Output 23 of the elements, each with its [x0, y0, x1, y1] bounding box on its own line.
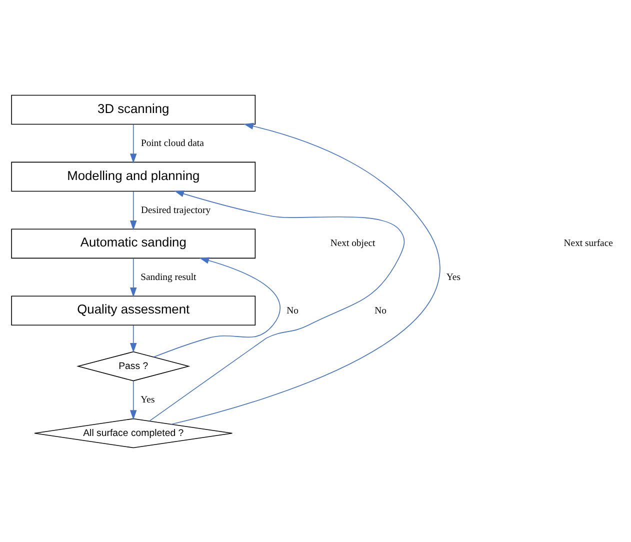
edge-label: Point cloud data	[141, 138, 204, 149]
label: Next object	[330, 238, 376, 249]
arrow	[130, 124, 137, 163]
label: Next surface	[564, 238, 613, 249]
arrow	[130, 380, 137, 420]
arrow	[153, 256, 280, 357]
node-box: Modelling and planning	[11, 161, 256, 192]
edge-label: Yes	[446, 272, 460, 283]
node-diamond: All surface completed ?	[34, 418, 233, 448]
edge-label: Yes	[140, 394, 155, 406]
arrow	[130, 257, 137, 297]
node-box: Automatic sanding	[11, 228, 256, 258]
edge-label: Sanding result	[140, 272, 196, 283]
arrow	[149, 190, 405, 421]
arrow	[130, 190, 137, 230]
node-box: Quality assessment	[11, 295, 256, 326]
node-box: 3D scanning	[11, 94, 256, 124]
arrow	[130, 324, 137, 352]
arrow	[170, 122, 440, 424]
edge-label: No	[286, 305, 298, 316]
edge-label: No	[374, 305, 386, 316]
node-diamond: Pass ?	[76, 350, 190, 381]
edge-label: Desired trajectory	[141, 204, 211, 216]
